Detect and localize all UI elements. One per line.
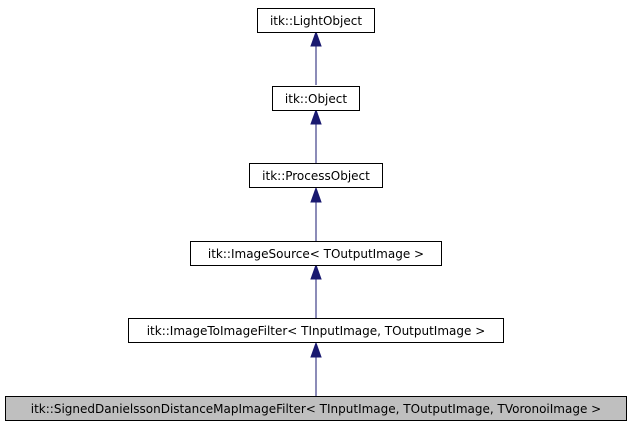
edge-object-to-light-object <box>310 30 322 85</box>
node-image-source-label: itk::ImageSource< TOutputImage > <box>208 247 424 261</box>
node-object[interactable]: itk::Object <box>272 86 360 111</box>
node-light-object-label: itk::LightObject <box>270 14 362 28</box>
node-image-source[interactable]: itk::ImageSource< TOutputImage > <box>190 241 442 266</box>
node-process-object[interactable]: itk::ProcessObject <box>249 163 383 188</box>
node-signed-danielsson-filter-label: itk::SignedDanielssonDistanceMapImageFil… <box>31 402 601 416</box>
node-image-to-image-filter-label: itk::ImageToImageFilter< TInputImage, TO… <box>147 324 486 338</box>
node-process-object-label: itk::ProcessObject <box>262 169 370 183</box>
node-image-to-image-filter[interactable]: itk::ImageToImageFilter< TInputImage, TO… <box>128 318 504 343</box>
node-object-label: itk::Object <box>285 92 347 106</box>
node-signed-danielsson-filter[interactable]: itk::SignedDanielssonDistanceMapImageFil… <box>5 396 627 421</box>
edge-signed-danielsson-filter-to-image-to-image-filter <box>310 341 322 396</box>
edge-image-source-to-process-object <box>310 186 322 241</box>
edge-image-to-image-filter-to-image-source <box>310 263 322 318</box>
edge-process-object-to-object <box>310 108 322 163</box>
node-light-object[interactable]: itk::LightObject <box>257 8 375 33</box>
